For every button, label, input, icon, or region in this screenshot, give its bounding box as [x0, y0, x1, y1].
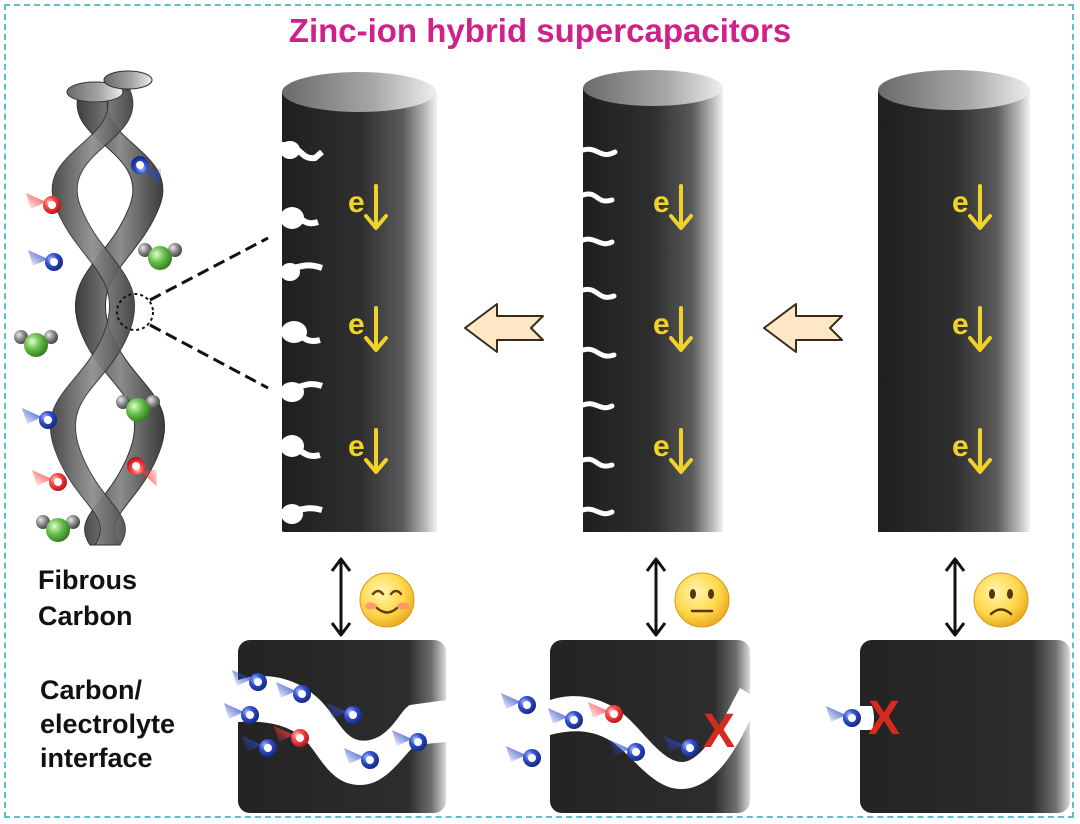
interface-box-2 [501, 640, 760, 813]
fibrous-carbon-line-2: Carbon [38, 601, 133, 631]
interface-box-1 [224, 640, 446, 813]
interface-label-line-1: Carbon/ [40, 675, 143, 705]
progression-arrow-2 [763, 303, 843, 353]
electrode-cylinder-3 [878, 70, 1030, 532]
electron-label: e [653, 308, 670, 341]
sad-face-icon [973, 572, 1029, 628]
interface-label: Carbon/ electrolyte interface [40, 673, 175, 775]
electrode-cylinder-1 [280, 72, 438, 543]
fibrous-carbon-line-1: Fibrous [38, 565, 137, 595]
electron-label: e [952, 186, 969, 219]
electron-label: e [348, 430, 365, 463]
electron-label: e [348, 186, 365, 219]
double-arrow-3 [944, 557, 966, 637]
progression-arrow-1 [464, 303, 544, 353]
electron-label: e [348, 308, 365, 341]
electron-labels: e e e e e e e e e [348, 186, 969, 463]
double-arrow-2 [645, 557, 667, 637]
fibrous-carbon-label: Fibrous Carbon [38, 562, 137, 634]
interface-box-3 [826, 640, 1070, 813]
electron-label: e [653, 186, 670, 219]
dashed-frame [4, 4, 1074, 818]
fibrous-carbon-strands [49, 70, 269, 546]
double-arrow-1 [330, 557, 352, 637]
interface-label-line-3: interface [40, 743, 153, 773]
electron-label: e [952, 308, 969, 341]
blocked-mark-3: X [868, 692, 900, 745]
electrode-cylinder-2 [580, 70, 723, 532]
electron-label: e [653, 430, 670, 463]
electron-label: e [952, 430, 969, 463]
neutral-face-icon [674, 572, 730, 628]
blocked-marks: X X [703, 692, 900, 758]
interface-label-line-2: electrolyte [40, 709, 176, 739]
figure-title: Zinc-ion hybrid supercapacitors [288, 12, 792, 49]
happy-face-icon [359, 572, 415, 628]
blocked-mark-2: X [703, 705, 735, 758]
